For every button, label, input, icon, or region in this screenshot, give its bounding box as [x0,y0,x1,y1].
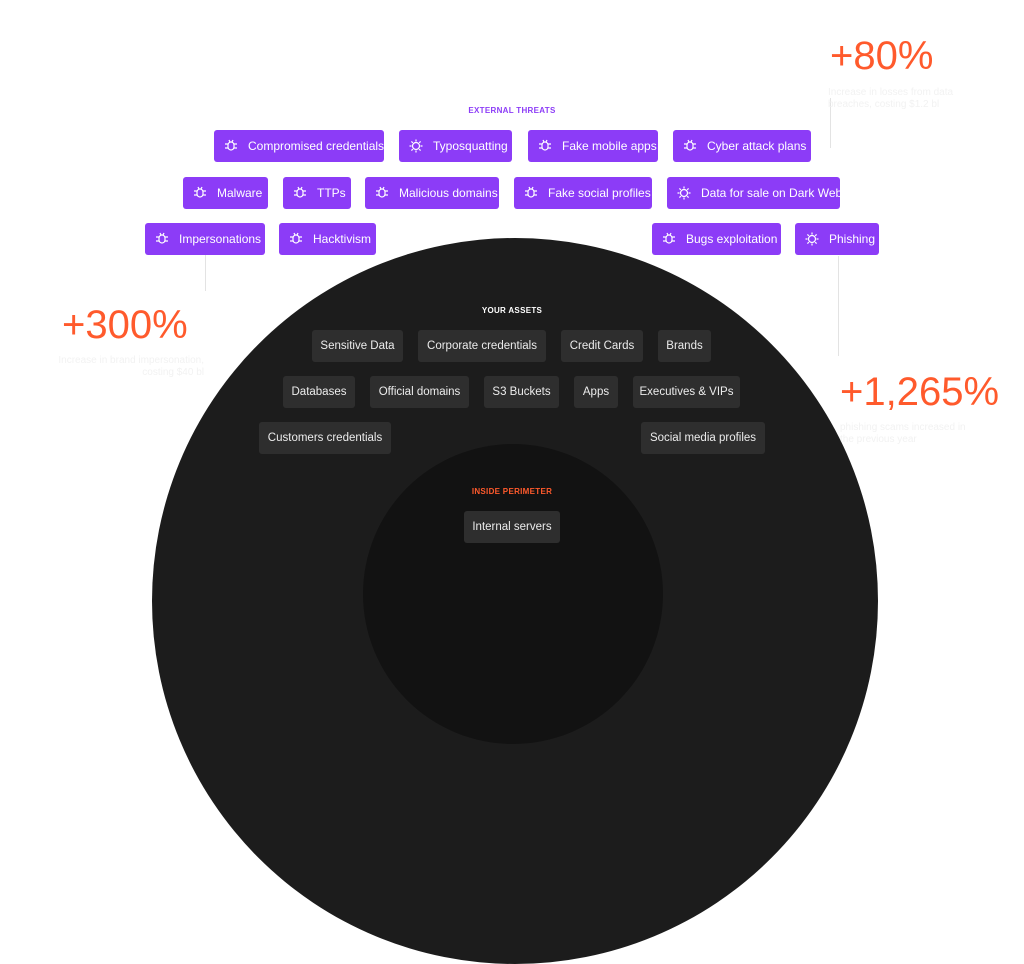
asset-chip[interactable]: Customers credentials [259,422,391,454]
chip-label: Fake mobile apps [562,139,657,153]
inside-perimeter-label: INSIDE PERIMETER [471,487,553,496]
bug-icon [682,138,698,154]
chip-label: Bugs exploitation [686,232,778,246]
threat-chip[interactable]: Fake social profiles [514,177,652,209]
bug-icon [192,185,208,201]
your-assets-label: YOUR ASSETS [481,306,543,315]
connector-line [830,98,831,148]
chip-label: Impersonations [179,232,262,246]
internal-servers-chip[interactable]: Internal servers [464,511,560,543]
threat-chip[interactable]: Fake mobile apps [528,130,658,162]
chip-label: Typosquatting [433,139,508,153]
asset-chip[interactable]: Social media profiles [641,422,765,454]
chip-label: Malware [217,186,263,200]
external-threats-label: EXTERNAL THREATS [468,106,556,115]
asset-chip[interactable]: Databases [283,376,355,408]
stat-description: phishing scams increased in the previous… [840,422,966,445]
bug-icon [292,185,308,201]
stat-value: +1,265% [840,370,1000,414]
chip-label: Hacktivism [313,232,372,246]
stat-description: Increase in brand impersonation, costing… [58,355,204,378]
threat-chip[interactable]: Typosquatting [399,130,512,162]
asset-chip[interactable]: Executives & VIPs [633,376,740,408]
chip-label: Malicious domains [399,186,498,200]
bug-icon [223,138,239,154]
threat-chip[interactable]: Malware [183,177,268,209]
chip-label: Phishing [829,232,876,246]
threat-chip[interactable]: Compromised credentials [214,130,384,162]
threat-chip[interactable]: Impersonations [145,223,265,255]
threat-chip[interactable]: Bugs exploitation [652,223,781,255]
virus-icon [804,231,820,247]
asset-chip[interactable]: Apps [574,376,618,408]
asset-chip[interactable]: Official domains [370,376,469,408]
stat-description: Increase in losses from data breaches, c… [828,87,954,110]
virus-icon [408,138,424,154]
chip-label: Compromised credentials [248,139,385,153]
bug-icon [154,231,170,247]
asset-chip[interactable]: Corporate credentials [418,330,546,362]
chip-label: TTPs [317,186,346,200]
bug-icon [288,231,304,247]
bug-icon [537,138,553,154]
asset-chip[interactable]: Brands [658,330,711,362]
asset-chip[interactable]: S3 Buckets [484,376,559,408]
threat-chip[interactable]: Phishing [795,223,879,255]
bug-icon [661,231,677,247]
threat-chip[interactable]: TTPs [283,177,351,209]
bug-icon [374,185,390,201]
bug-icon [523,185,539,201]
chip-label: Cyber attack plans [707,139,807,153]
asset-chip[interactable]: Credit Cards [561,330,643,362]
threat-chip[interactable]: Malicious domains [365,177,499,209]
connector-line [838,256,839,356]
stat-value: +80% [830,34,934,78]
threat-chip[interactable]: Cyber attack plans [673,130,811,162]
threat-chip[interactable]: Hacktivism [279,223,376,255]
connector-line [205,255,206,291]
asset-chip[interactable]: Sensitive Data [312,330,403,362]
threat-chip[interactable]: Data for sale on Dark Web [667,177,843,209]
stat-value: +300% [62,303,188,347]
chip-label: Data for sale on Dark Web [701,186,843,200]
virus-icon [676,185,692,201]
chip-label: Fake social profiles [548,186,651,200]
